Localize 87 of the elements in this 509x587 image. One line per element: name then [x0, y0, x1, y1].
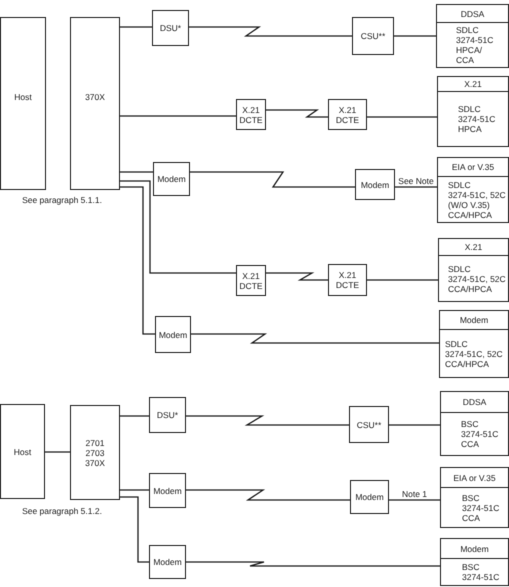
unit-name: 2701 2703 370X: [85, 438, 105, 468]
device-box: [355, 169, 395, 200]
unit-name: 370X: [85, 92, 105, 102]
controller-box: [70, 17, 120, 190]
zigzag-line: [186, 561, 440, 567]
reference-note: See paragraph 5.1.2.: [22, 506, 102, 516]
device-name: Modem: [360, 180, 390, 190]
device-name: CSU**: [360, 31, 386, 41]
terminal-type-header: Modem: [440, 311, 508, 330]
zigzag-line: [186, 415, 349, 426]
terminal-box: [437, 76, 509, 147]
device-box: [149, 545, 186, 579]
terminal-type-header: X.21: [439, 239, 508, 256]
unit-name: Host: [14, 92, 32, 102]
connector-line: [120, 171, 153, 173]
terminal-spec-text: SDLC 3274-51C, 52C (W/O V.35) CCA/HPCA: [448, 180, 507, 220]
device-box: [152, 10, 189, 46]
host-computer-box: [0, 404, 45, 499]
controller-box: [70, 405, 120, 500]
device-name: X.21 DCTE: [239, 104, 263, 124]
connector-line: [120, 496, 149, 563]
connector-line: [367, 279, 438, 281]
terminal-box: [440, 391, 509, 456]
connector-line: [367, 116, 437, 118]
device-box: [236, 265, 266, 296]
device-box: [149, 473, 186, 508]
terminal-box: [440, 467, 509, 528]
terminal-type-header: Modem: [441, 539, 508, 559]
connector-line: [45, 451, 70, 453]
zigzag-line: [266, 272, 328, 281]
connector-line: [389, 499, 440, 501]
zigzag-line: [186, 489, 350, 501]
terminal-spec-text: SDLC 3274-51C HPCA: [458, 104, 496, 134]
device-name: CSU**: [356, 420, 382, 430]
edge-label: See Note: [397, 176, 435, 186]
connector-line: [120, 180, 236, 274]
terminal-type-header: DDSA: [437, 5, 508, 23]
device-name: DSU*: [160, 23, 182, 33]
terminal-type-header: DDSA: [441, 392, 508, 413]
device-box: [349, 406, 389, 443]
edge-label: Note 1: [400, 488, 428, 498]
connector-line: [120, 115, 236, 117]
zigzag-line: [189, 26, 352, 37]
connector-line: [120, 26, 152, 28]
device-box: [153, 162, 190, 196]
terminal-spec-text: SDLC 3274-51C, 52C CCA/HPCA: [445, 338, 504, 368]
terminal-box: [438, 238, 509, 302]
device-box: [155, 316, 191, 353]
terminal-box: [436, 4, 509, 68]
device-box: [149, 397, 186, 433]
terminal-spec-text: BSC 3274-51C CCA: [461, 419, 498, 449]
unit-name: Host: [14, 446, 32, 456]
terminal-box: [439, 310, 509, 378]
terminal-type-header: EIA or V.35: [438, 158, 508, 177]
device-box: [236, 99, 266, 130]
device-name: X.21 DCTE: [336, 104, 360, 124]
device-name: Modem: [157, 174, 186, 184]
connector-line: [120, 415, 149, 417]
terminal-spec-text: BSC 3274-51C: [462, 562, 500, 582]
connector-line: [395, 186, 437, 188]
device-name: Modem: [153, 557, 182, 567]
device-name: DSU*: [156, 410, 178, 420]
device-name: Modem: [355, 492, 384, 502]
connector-line: [120, 489, 149, 491]
device-name: Modem: [153, 486, 182, 496]
terminal-type-header: X.21: [438, 77, 508, 92]
host-computer-box: [0, 17, 46, 190]
zigzag-line: [266, 109, 328, 118]
reference-note: See paragraph 5.1.1.: [22, 195, 102, 205]
device-name: X.21 DCTE: [239, 270, 263, 290]
device-name: X.21 DCTE: [336, 270, 360, 290]
zigzag-line: [191, 333, 439, 344]
terminal-spec-text: SDLC 3274-51C, 52C CCA/HPCA: [448, 264, 507, 294]
connector-line: [394, 35, 436, 37]
connector-line: [120, 186, 155, 335]
zigzag-line: [190, 171, 355, 188]
connector-line: [389, 424, 440, 426]
device-box: [350, 480, 389, 514]
terminal-spec-text: SDLC 3274-51C HPCA/ CCA: [456, 25, 494, 65]
device-box: [352, 17, 394, 55]
terminal-type-header: EIA or V.35: [441, 468, 508, 488]
device-name: Modem: [158, 330, 188, 340]
device-box: [328, 99, 367, 130]
terminal-box: [437, 157, 509, 223]
device-box: [328, 264, 367, 296]
terminal-box: [440, 538, 509, 586]
terminal-spec-text: BSC 3274-51C CCA: [462, 492, 500, 522]
